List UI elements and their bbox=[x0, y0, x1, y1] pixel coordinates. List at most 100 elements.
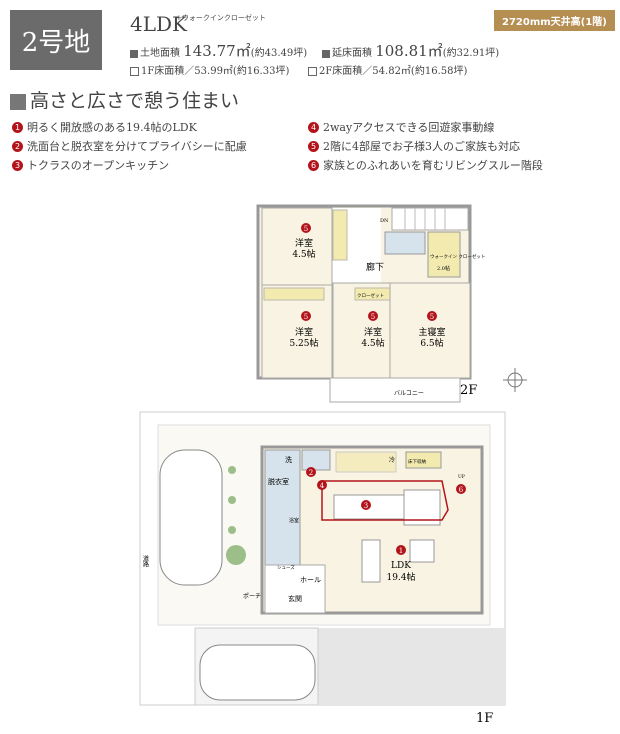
ldk-label: LDK bbox=[391, 561, 411, 571]
room-name: 洋室 bbox=[364, 326, 382, 338]
shoe-storage-label: シューズ bbox=[277, 564, 295, 571]
stairs bbox=[391, 207, 469, 231]
number-badge: 1 bbox=[12, 121, 23, 133]
headline: 高さと広さで憩う住まい bbox=[10, 86, 239, 113]
feature-item: 3 トクラスのオープンキッチン bbox=[12, 157, 169, 173]
feature-item: 2 洗面台と脱衣室を分けてプライバシーに配慮 bbox=[12, 138, 247, 154]
dressing-room-label: 脱衣室 bbox=[268, 477, 289, 486]
floor2-area-text: 2F床面積／54.82㎡(約16.58坪) bbox=[319, 66, 468, 77]
square-icon bbox=[130, 49, 138, 58]
number-badge: 6 bbox=[308, 159, 319, 171]
toilet bbox=[384, 231, 426, 255]
number-badge: 2 bbox=[309, 469, 313, 477]
room-western-1 bbox=[261, 207, 333, 289]
balcony-label: バルコニー bbox=[394, 390, 424, 397]
headline-text: 高さと広さで憩う住まい bbox=[30, 90, 240, 112]
hallway-label: 廊下 bbox=[366, 261, 384, 273]
floor2-area: 2F床面積／54.82㎡(約16.58坪) bbox=[308, 62, 467, 77]
number-badge: 5 bbox=[304, 225, 308, 233]
number-badge: 5 bbox=[430, 313, 434, 321]
bathroom-block bbox=[264, 449, 301, 566]
feature-text: 明るく開放感のある19.4帖のLDK bbox=[27, 121, 197, 134]
circulation-path bbox=[321, 480, 449, 521]
number-badge: 5 bbox=[371, 313, 375, 321]
underfloor-storage-label: 床下収納 bbox=[408, 458, 426, 465]
number-badge: 6 bbox=[459, 486, 464, 494]
number-badge: 4 bbox=[308, 121, 319, 133]
room-name: 洋室 bbox=[295, 326, 313, 338]
floor-area: 延床面積 108.81㎡(約32.91坪) bbox=[322, 40, 499, 61]
floor-label-2f: 2F bbox=[460, 383, 477, 398]
feature-item: 5 2階に4部屋でお子様3人のご家族も対応 bbox=[308, 138, 520, 154]
bath-label: 浴室 bbox=[289, 517, 299, 524]
dining-table bbox=[403, 489, 441, 526]
fridge-label: 冷 bbox=[389, 456, 395, 464]
sofa bbox=[361, 539, 381, 583]
lot-badge: 2号地 bbox=[10, 10, 102, 70]
number-badge: 3 bbox=[12, 159, 23, 171]
walk-in-closet bbox=[427, 231, 461, 278]
wic-size: 2.0帖 bbox=[437, 265, 450, 272]
land-area-tsubo: (約43.49坪) bbox=[250, 48, 308, 59]
room-size: 4.5帖 bbox=[292, 248, 315, 260]
plan-1f: 4 2 3 6 1 LDK 19.4帖 洗 脱衣室 浴室 冷 床下収納 UP ホ… bbox=[139, 411, 506, 726]
down-label: DN bbox=[380, 218, 389, 224]
wash-label: 洗 bbox=[285, 455, 292, 464]
entrance-label: 玄関 bbox=[288, 594, 302, 603]
feature-text: トクラスのオープンキッチン bbox=[27, 159, 170, 172]
floor-label-1f: 1F bbox=[476, 711, 493, 726]
number-badge: 3 bbox=[364, 502, 368, 510]
car-icon bbox=[199, 644, 316, 701]
land-area-label: 土地面積 bbox=[140, 48, 180, 59]
floor1-area-text: 1F床面積／53.99㎡(約16.33坪) bbox=[141, 66, 290, 77]
floor-area-value: 108.81㎡ bbox=[375, 42, 443, 60]
garden-trees bbox=[226, 466, 246, 565]
feature-item: 1 明るく開放感のある19.4帖のLDK bbox=[12, 119, 197, 135]
square-outline-icon bbox=[308, 67, 317, 76]
feature-text: 洗面台と脱衣室を分けてプライバシーに配慮 bbox=[27, 140, 247, 153]
feature-item: 4 2wayアクセスできる回遊家事動線 bbox=[308, 119, 494, 135]
wic-label: ウォークイン クローゼット bbox=[430, 253, 485, 260]
floor-area-label: 延床面積 bbox=[332, 48, 372, 59]
entrance bbox=[264, 564, 326, 614]
compass-icon bbox=[503, 368, 527, 392]
number-badge: 5 bbox=[308, 140, 319, 152]
room-size: 4.5帖 bbox=[361, 337, 384, 349]
number-badge: 4 bbox=[320, 482, 325, 490]
land-area-value: 143.77㎡ bbox=[183, 42, 251, 60]
plan-2f: 5 洋室 4.5帖 5 洋室 5.25帖 5 洋室 4.5帖 5 主寝室 6.5… bbox=[256, 204, 485, 403]
square-icon bbox=[10, 94, 26, 110]
road-label: 道路 bbox=[142, 554, 149, 568]
floor-area-tsubo: (約32.91坪) bbox=[442, 48, 500, 59]
room-size: 5.25帖 bbox=[289, 337, 318, 349]
ldk-size: 19.4帖 bbox=[386, 571, 415, 583]
room-size: 6.5帖 bbox=[420, 337, 443, 349]
room-name: 洋室 bbox=[295, 237, 313, 249]
feature-text: 家族とのふれあいを育むリビングスルー階段 bbox=[323, 159, 543, 172]
balcony bbox=[329, 377, 461, 403]
feature-text: 2wayアクセスできる回遊家事動線 bbox=[323, 121, 495, 134]
floor1-area: 1F床面積／53.99㎡(約16.33坪) bbox=[130, 62, 289, 77]
room-master bbox=[389, 282, 471, 379]
car-icon bbox=[159, 449, 223, 586]
square-outline-icon bbox=[130, 67, 139, 76]
number-badge: 1 bbox=[399, 547, 403, 555]
room-name: 主寝室 bbox=[418, 326, 445, 338]
feature-item: 6 家族とのふれあいを育むリビングスルー階段 bbox=[308, 157, 543, 173]
number-badge: 2 bbox=[12, 140, 23, 152]
closet bbox=[332, 209, 348, 261]
layout-suffix: +ウォークインクローゼット bbox=[176, 14, 266, 22]
hall-label: ホール bbox=[300, 576, 321, 584]
parking-area bbox=[318, 628, 505, 705]
land-area: 土地面積 143.77㎡(約43.49坪) bbox=[130, 40, 307, 61]
up-label: UP bbox=[458, 474, 465, 480]
feature-text: 2階に4部屋でお子様3人のご家族も対応 bbox=[323, 140, 520, 153]
closet-label: クローゼット bbox=[357, 292, 384, 299]
wash-basin bbox=[301, 449, 331, 471]
layout-type: 4LDK bbox=[130, 12, 187, 36]
porch-label: ポーチ bbox=[243, 592, 261, 600]
square-icon bbox=[322, 49, 330, 58]
number-badge: 5 bbox=[304, 313, 308, 321]
